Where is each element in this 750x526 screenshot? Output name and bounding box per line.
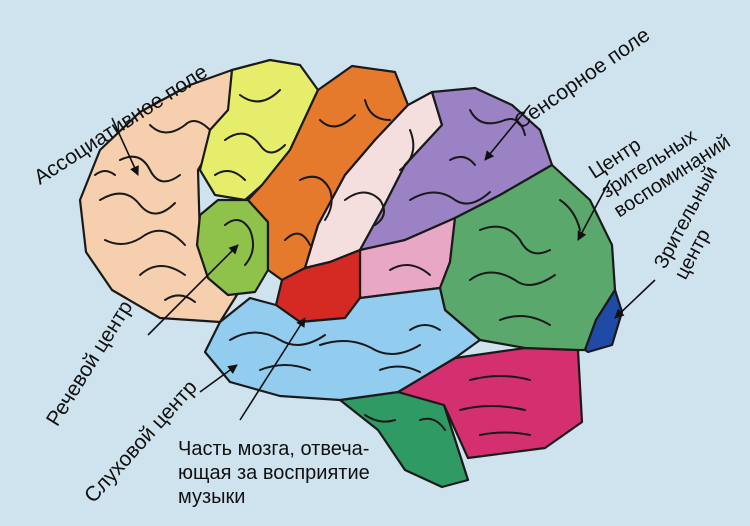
visual-center-leader (615, 280, 655, 318)
music-area-label: Часть мозга, отвеча- ющая за восприятие … (178, 437, 370, 509)
